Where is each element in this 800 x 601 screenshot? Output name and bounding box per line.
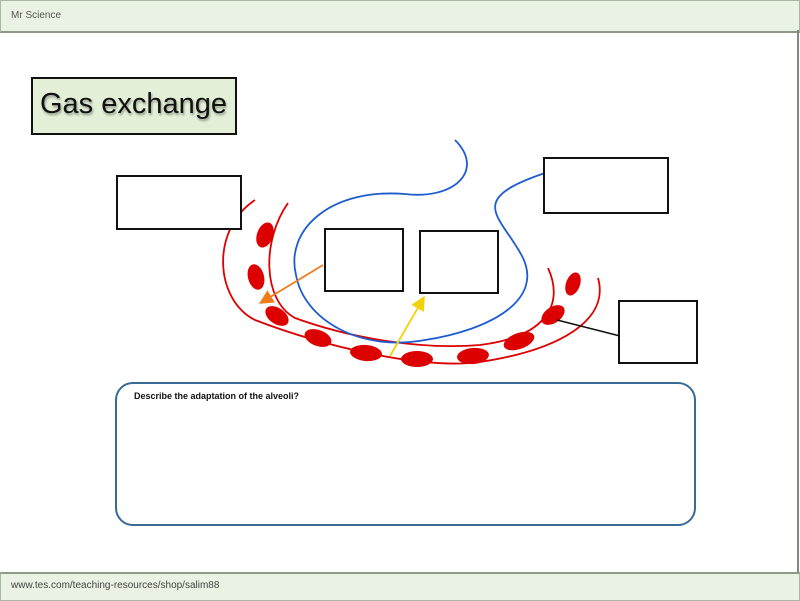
arrow-out [258, 264, 324, 304]
question-text: Describe the adaptation of the alveoli? [134, 391, 300, 401]
header-bar: Mr Science [0, 0, 800, 33]
red-blood-cell [565, 272, 581, 296]
red-blood-cell [541, 305, 565, 325]
red-blood-cell [350, 344, 382, 362]
red-blood-cell [256, 222, 274, 248]
red-blood-cell [457, 347, 489, 365]
red-blood-cell [304, 329, 332, 347]
label-box-alveolus[interactable] [543, 157, 669, 214]
capillary-outer-wall [222, 199, 601, 365]
alveolus-wall [293, 139, 546, 344]
header-text: Mr Science [11, 10, 62, 21]
label-box-capillary[interactable] [116, 175, 242, 230]
page-title: Gas exchange [40, 88, 228, 120]
red-blood-cell [503, 331, 535, 351]
arrow-in [389, 295, 425, 357]
slide-border [797, 30, 799, 572]
red-blood-cell [401, 351, 433, 367]
title-box: Gas exchange [31, 77, 237, 135]
red-blood-cell [265, 306, 289, 326]
answer-box[interactable]: Describe the adaptation of the alveoli? [115, 382, 696, 526]
footer-url: www.tes.com/teaching-resources/shop/sali… [11, 580, 220, 591]
capillary-inner-wall [268, 202, 555, 348]
footer-bar: www.tes.com/teaching-resources/shop/sali… [0, 572, 800, 601]
label-pointer-line [556, 319, 621, 337]
red-blood-cell [247, 264, 265, 290]
label-box-red-blood-cell[interactable] [618, 300, 698, 364]
label-box-gas-in[interactable] [419, 230, 499, 294]
label-box-gas-out[interactable] [324, 228, 404, 292]
